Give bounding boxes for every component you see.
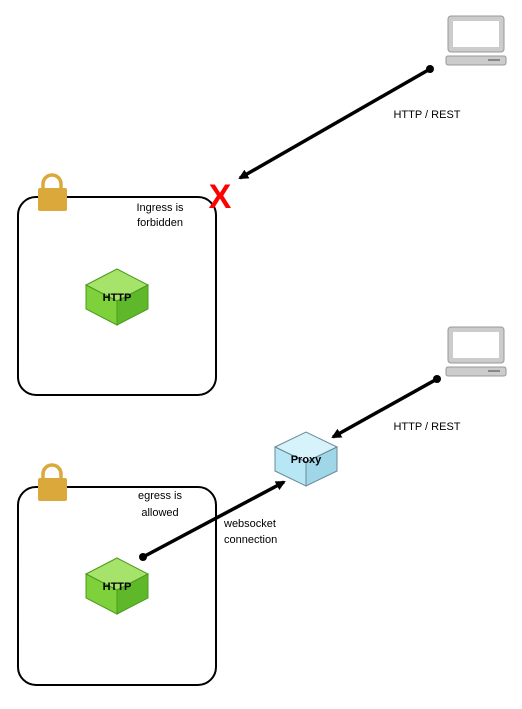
websocket-arrow-origin (139, 553, 147, 561)
padlock-icon (38, 463, 67, 501)
laptop-icon (445, 15, 507, 66)
top-zone-note-line2: forbidden (137, 217, 183, 229)
top-zone-note-line1: Ingress is (136, 202, 184, 214)
http-cube-icon (84, 268, 150, 326)
websocket-arrow (142, 480, 286, 559)
bottom-zone-note-line2: allowed (141, 507, 178, 519)
client1-arrow-origin (426, 65, 434, 73)
bottom-zone-box (17, 486, 217, 686)
blocked-x-icon: X (209, 178, 232, 216)
websocket-label-line2: connection (224, 534, 277, 546)
laptop-icon (445, 326, 507, 377)
client2-request-arrow (331, 377, 438, 439)
client2-connection-label: HTTP / REST (393, 421, 460, 433)
proxy-cube-icon (273, 431, 339, 487)
client2-arrow-origin (433, 375, 441, 383)
padlock-icon (38, 173, 67, 211)
bottom-zone-note-line1: egress is (138, 490, 183, 502)
http-cube-icon (84, 557, 150, 615)
top-http-label: HTTP (103, 292, 132, 304)
client1-connection-label: HTTP / REST (393, 109, 460, 121)
client1-request-arrow (238, 67, 431, 180)
top-zone-box (17, 196, 217, 396)
websocket-label-line1: websocket (223, 518, 276, 530)
bottom-http-label: HTTP (103, 581, 132, 593)
proxy-label: Proxy (291, 454, 322, 466)
